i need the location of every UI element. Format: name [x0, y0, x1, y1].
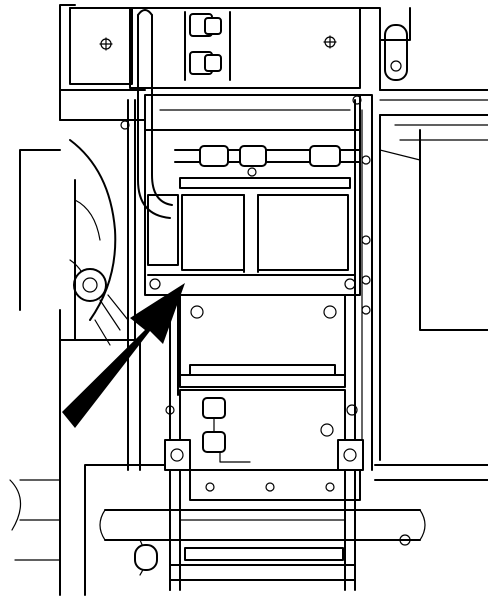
- machine-frame: [9, 4, 488, 596]
- arrow-icon: [62, 283, 185, 428]
- ladder-steps: [169, 469, 356, 591]
- lower-panel: [169, 294, 346, 471]
- top-connectors: [189, 13, 222, 75]
- cooling-fan: [69, 139, 129, 346]
- lower-plate: [164, 389, 364, 471]
- radiator-core: [147, 194, 356, 290]
- lower-grille: [179, 364, 346, 388]
- bottom-frame: [99, 469, 426, 576]
- coolant-hose: [137, 9, 361, 219]
- side-rails: [120, 94, 373, 471]
